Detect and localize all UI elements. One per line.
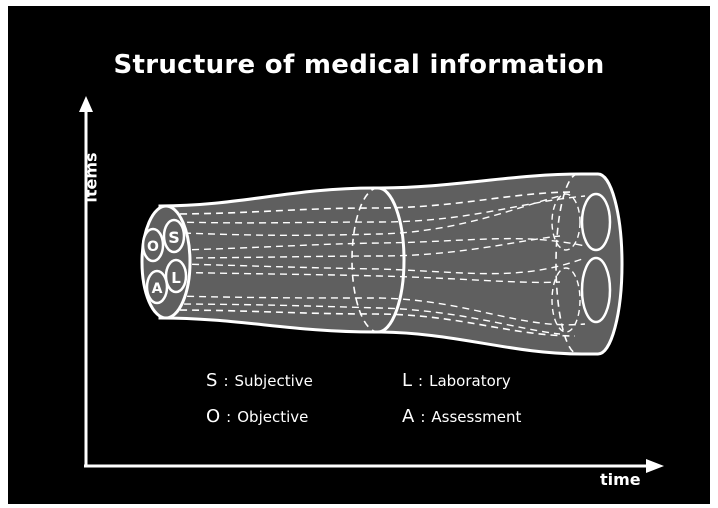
x-axis-label: time — [600, 470, 641, 489]
legend-separator: : — [223, 372, 228, 390]
x-axis-arrowhead — [646, 459, 664, 473]
left-end-face: S O L A — [142, 206, 190, 318]
left-end-ellipse — [142, 206, 190, 318]
strand-letter-l: L — [171, 269, 181, 287]
legend-key: S — [206, 370, 217, 391]
legend-text: Objective — [237, 408, 308, 426]
strand-letter-o: O — [147, 239, 159, 255]
legend-key: A — [402, 406, 414, 427]
legend-text: Assessment — [431, 408, 521, 426]
y-axis-arrowhead — [79, 96, 93, 112]
legend-key: L — [402, 370, 412, 391]
legend-separator: : — [420, 408, 425, 426]
legend-item-subjective: S: Subjective — [206, 370, 313, 391]
y-axis-label: items — [82, 152, 101, 202]
strand-letter-a: A — [152, 281, 163, 297]
legend-key: O — [206, 406, 220, 427]
legend-separator: : — [226, 408, 231, 426]
legend-text: Laboratory — [429, 372, 511, 390]
legend-separator: : — [418, 372, 423, 390]
strand-letter-s: S — [168, 228, 180, 247]
legend-item-objective: O: Objective — [206, 406, 308, 427]
outer-tube — [160, 174, 622, 354]
legend-item-assessment: A: Assessment — [402, 406, 521, 427]
legend-item-laboratory: L: Laboratory — [402, 370, 511, 391]
legend-text: Subjective — [235, 372, 313, 390]
